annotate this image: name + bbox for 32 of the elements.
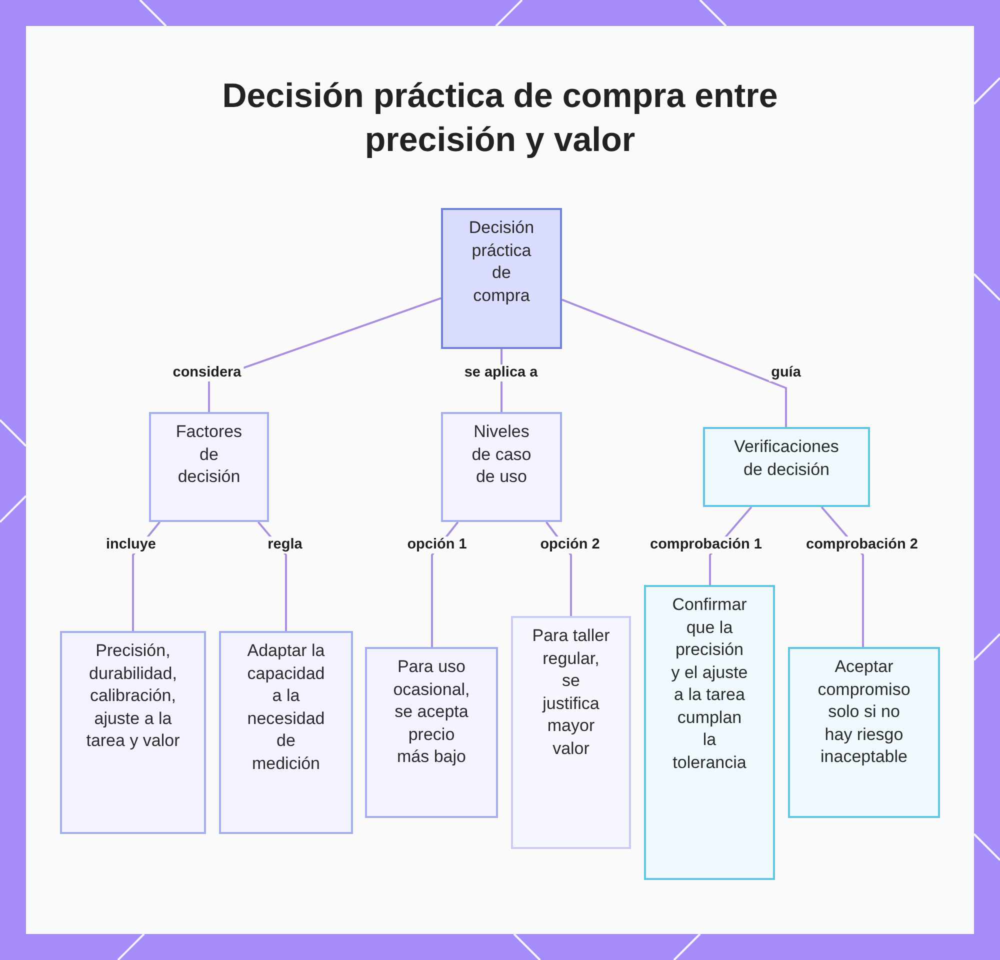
edge-label: regla <box>266 536 304 554</box>
concept-box <box>365 647 498 818</box>
concept-box <box>149 412 269 522</box>
concept-box <box>511 616 631 849</box>
edge-label: guía <box>769 364 803 382</box>
node-text: Precisión, durabilidad, calibración, ajuste a la tarea y valor <box>85 640 181 752</box>
edge-label: opción 2 <box>538 536 602 554</box>
node-text: Niveles de caso de uso <box>470 421 532 488</box>
concept-box <box>703 427 870 507</box>
node-text: Verificaciones de decisión <box>733 436 840 480</box>
concept-box <box>441 412 562 522</box>
node-text: Para taller regular, se justifica mayor valor <box>532 625 610 760</box>
concept-box <box>644 585 775 880</box>
concept-box <box>219 631 353 834</box>
edge-label: se aplica a <box>462 364 540 382</box>
node-text: Para uso ocasional, se acepta precio más bajo <box>392 656 471 768</box>
node-text: Factores de decisión <box>174 421 244 488</box>
node-text: Adaptar la capacidad a la necesidad de medición <box>246 640 326 774</box>
edge-label: comprobación 2 <box>804 536 920 554</box>
edge-label: incluye <box>104 536 158 554</box>
connector-line <box>820 506 864 647</box>
concept-box <box>788 647 940 818</box>
edge-label: considera <box>170 364 244 382</box>
concept-box <box>441 208 562 349</box>
concept-box <box>60 631 206 834</box>
connector-line <box>562 298 787 427</box>
node-text: Aceptar compromiso solo si no hay riesgo inaceptable <box>816 656 912 768</box>
edge-label: opción 1 <box>405 536 469 554</box>
node-text: Confirmar que la precisión y el ajuste a la tarea cumplan la tolerancia <box>670 594 749 774</box>
node-text: Decisión práctica de compra <box>468 217 536 306</box>
edge-label: comprobación 1 <box>648 536 764 554</box>
diagram-title: Decisión práctica de compra entre precisión y valor <box>221 76 779 161</box>
